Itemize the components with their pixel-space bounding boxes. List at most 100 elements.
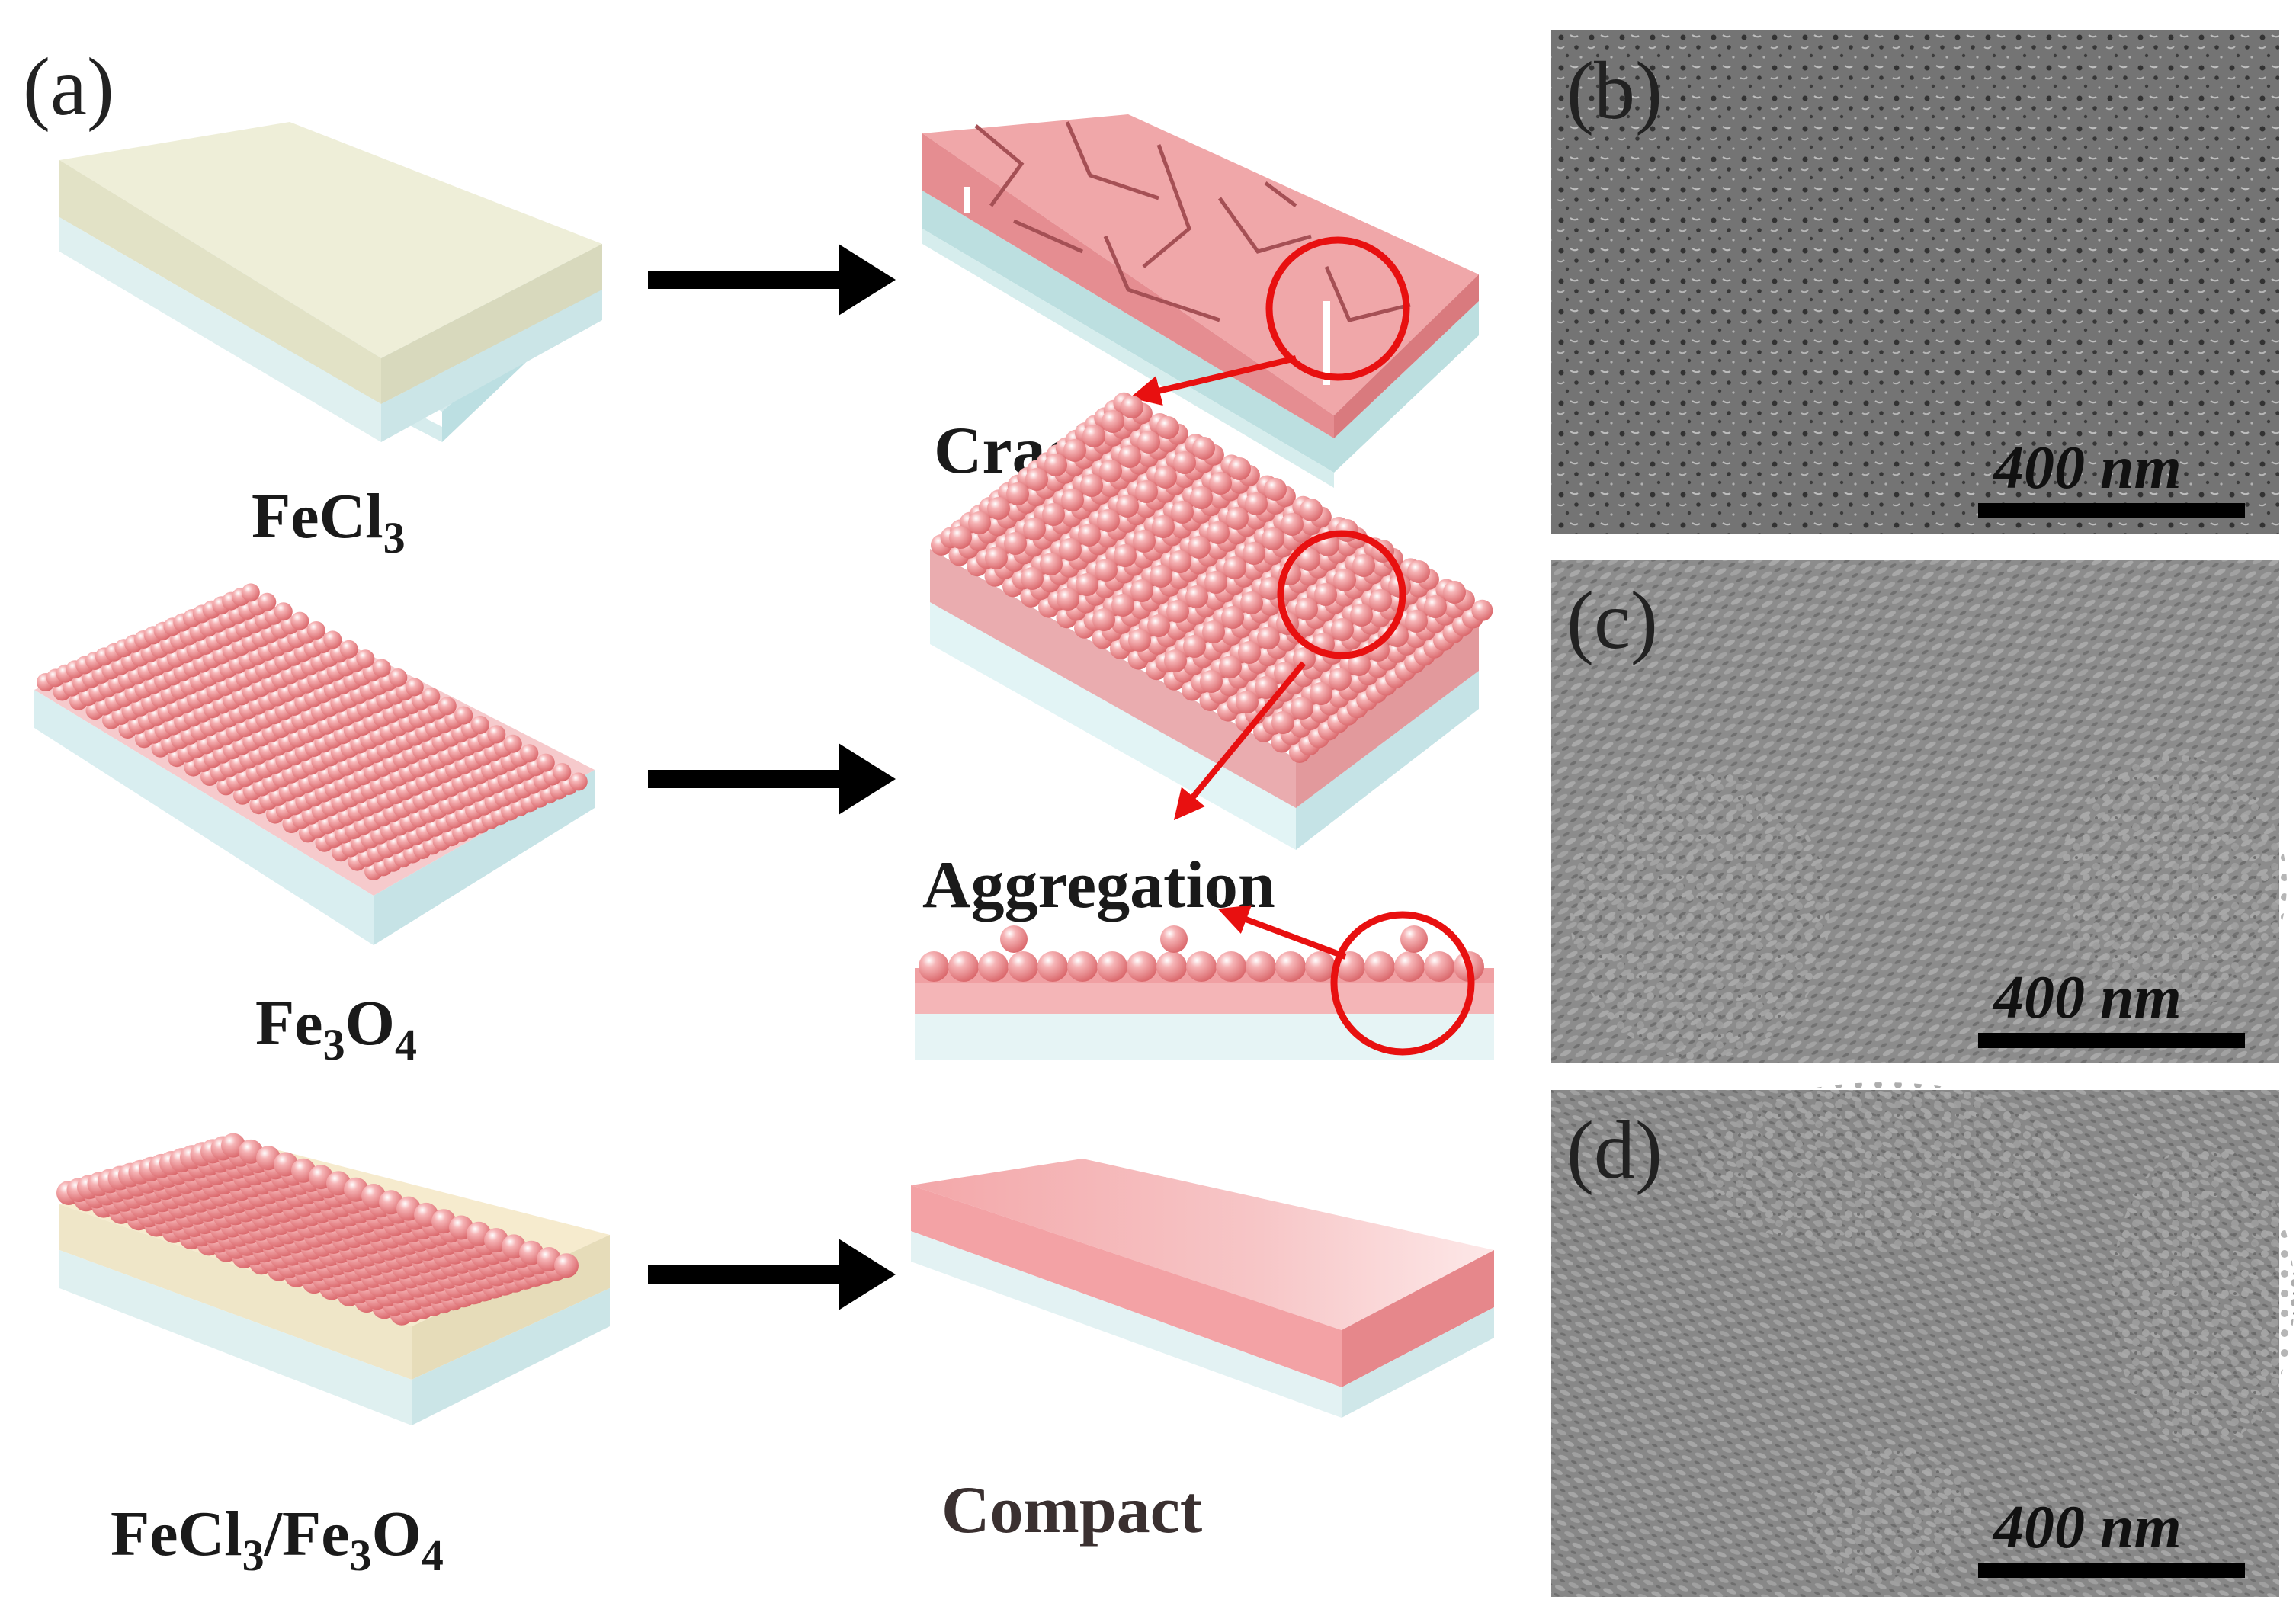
nanoparticle-sphere <box>1099 460 1122 482</box>
crack-highlight-circle <box>1265 236 1410 381</box>
nanoparticle-sphere <box>1040 553 1063 575</box>
nanoparticle-sphere <box>1192 437 1215 460</box>
panel-label-d: (d) <box>1566 1105 1663 1196</box>
nanoparticle-sphere <box>1255 676 1278 699</box>
svg-text:FeCl3/Fe3O4: FeCl3/Fe3O4 <box>111 1499 444 1580</box>
nanoparticle-sphere <box>1023 518 1046 540</box>
nanoparticle-sphere <box>1059 538 1082 561</box>
nanoparticle-sphere <box>1221 606 1244 629</box>
nanoparticle-sphere <box>1271 711 1294 734</box>
nanoparticle-sphere <box>987 497 1010 520</box>
nanoparticle-sphere <box>553 763 572 781</box>
nanoparticle-sphere <box>1130 579 1153 602</box>
nanoparticle-sphere <box>1183 635 1206 658</box>
nanoparticle-sphere <box>1154 466 1177 489</box>
crack-pointer-arrow <box>1130 355 1297 406</box>
nanoparticle-sphere <box>919 951 949 982</box>
label-fe3o4: Fe3O4 <box>255 988 417 1069</box>
nanoparticle-sphere <box>1025 468 1048 491</box>
nanoparticle-sphere <box>1295 598 1318 620</box>
aggregated-sphere-layer <box>931 392 1493 763</box>
nanoparticle-sphere <box>1137 431 1160 454</box>
nanoparticle-sphere <box>1114 544 1137 567</box>
label-compact: Compact <box>941 1473 1202 1547</box>
nanoparticle-sphere <box>1329 668 1352 691</box>
nanoparticle-sphere <box>1240 591 1263 614</box>
nanoparticle-sphere <box>569 772 588 791</box>
scale-bar-b <box>1978 503 2245 518</box>
nanoparticle-sphere <box>1188 536 1211 559</box>
label-fecl3: FeCl3 <box>252 481 406 563</box>
nanoparticle-sphere <box>520 744 539 763</box>
nanoparticle-sphere <box>948 951 979 982</box>
nanoparticle-sphere <box>1259 577 1282 600</box>
aggregation-pointer-arrow <box>1173 661 1307 821</box>
nanoparticle-sphere <box>372 659 391 678</box>
process-arrow-1 <box>648 244 896 316</box>
nanoparticle-sphere <box>1314 583 1337 606</box>
nanoparticle-sphere <box>1300 499 1323 521</box>
nanoparticle-sphere <box>1348 653 1371 676</box>
scale-label-b: 400 nm <box>1992 434 2182 502</box>
nanoparticle-sphere <box>1164 649 1187 672</box>
nanoparticle-sphere <box>1097 951 1127 982</box>
nanoparticle-sphere <box>422 687 441 706</box>
nanoparticle-sphere <box>487 725 506 744</box>
nanoparticle-sphere <box>1160 925 1188 953</box>
nanoparticle-sphere <box>1394 951 1425 982</box>
nanoparticle-sphere <box>1226 507 1249 530</box>
nanoparticle-sphere <box>1200 670 1223 693</box>
nanoparticle-sphere <box>274 602 293 621</box>
svg-text:FeCl3: FeCl3 <box>252 481 406 563</box>
nanoparticle-sphere <box>1121 396 1143 418</box>
nanoparticle-sphere <box>968 511 991 534</box>
nanoparticle-sphere <box>1204 571 1227 594</box>
nanoparticle-sphere <box>306 621 325 640</box>
nanoparticle-sphere <box>1063 439 1086 462</box>
nanoparticle-sphere <box>1171 501 1194 524</box>
nanoparticle-sphere <box>503 734 522 753</box>
nanoparticle-sphere <box>1245 492 1268 515</box>
nanoparticle-sphere <box>1293 647 1316 670</box>
process-arrow-2 <box>648 743 896 815</box>
nanoparticle-sphere <box>1128 629 1151 652</box>
nanoparticle-sphere <box>323 630 342 649</box>
process-arrow-3 <box>648 1239 896 1310</box>
cross-section-highlight-circle <box>1330 911 1475 1056</box>
nanoparticle-sphere <box>1297 548 1320 571</box>
nanoparticle-sphere <box>470 716 489 734</box>
nanoparticle-sphere <box>290 611 309 630</box>
panel-label-a: (a) <box>23 42 114 133</box>
cross-section-pointer-arrow <box>1217 905 1347 960</box>
sem-panel-b: (b) 400 nm <box>1551 30 2279 534</box>
nanoparticle-sphere <box>1236 691 1259 713</box>
fecl3-film-block <box>59 122 602 442</box>
nanoparticle-sphere <box>405 678 424 697</box>
nanoparticle-sphere <box>1246 951 1276 982</box>
nanoparticle-sphere <box>1281 513 1304 536</box>
fe3o4-sphere-layer <box>37 583 588 880</box>
nanoparticle-sphere <box>1004 532 1027 555</box>
nanoparticle-sphere <box>1037 951 1068 982</box>
label-fecl3-fe3o4: FeCl3/Fe3O4 <box>111 1499 444 1580</box>
nanoparticle-sphere <box>1335 951 1365 982</box>
aggregation-highlight-circle <box>1277 530 1406 659</box>
cracked-film-block <box>922 114 1479 488</box>
nanoparticle-sphere <box>1092 608 1115 631</box>
nanoparticle-sphere <box>1352 554 1375 577</box>
nanoparticle-sphere <box>1111 594 1134 617</box>
nanoparticle-sphere <box>1305 951 1336 982</box>
nanoparticle-sphere <box>1424 595 1447 618</box>
nanoparticle-sphere <box>1166 600 1189 623</box>
nanoparticle-sphere <box>1097 509 1120 532</box>
nanoparticle-sphere <box>1095 559 1118 582</box>
nanoparticle-sphere <box>258 592 277 611</box>
nanoparticle-sphere <box>1257 627 1280 649</box>
nanoparticle-sphere <box>1190 486 1213 509</box>
nanoparticle-sphere <box>1150 565 1172 588</box>
nanoparticle-sphere <box>1243 542 1265 565</box>
nanoparticle-sphere <box>1135 480 1158 503</box>
nanoparticle-sphere <box>1044 454 1067 476</box>
scale-bar-c <box>1978 1033 2245 1048</box>
nanoparticle-sphere <box>1223 556 1246 579</box>
